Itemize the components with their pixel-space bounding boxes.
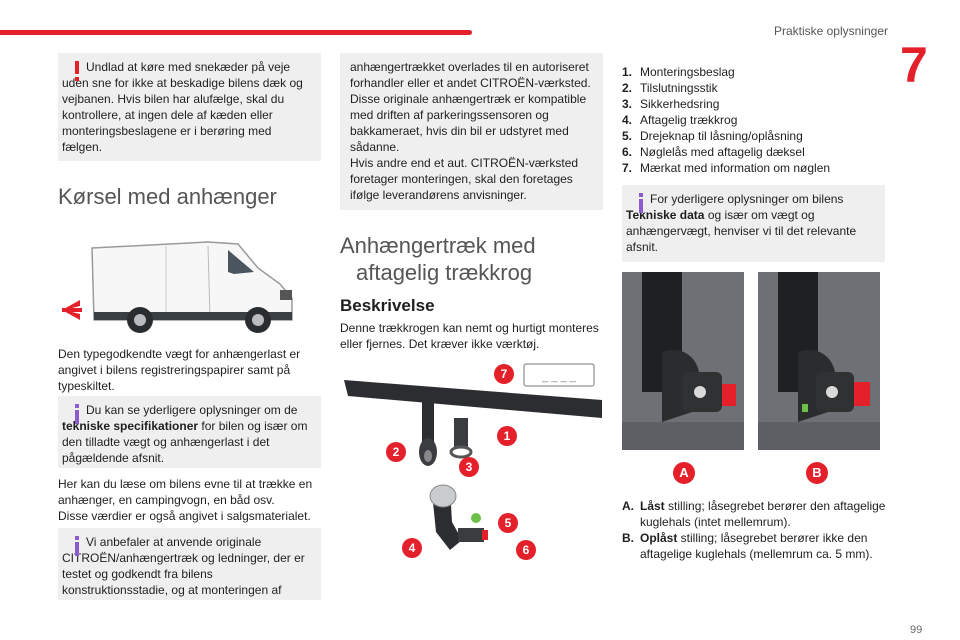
callout-1: 1 <box>497 426 517 446</box>
photo-label-a: A <box>673 462 695 484</box>
warning-icon <box>75 61 79 81</box>
towbar-diagram: _ _ _ _ 1 2 3 4 5 6 7 <box>344 363 602 560</box>
list-item: 6.Nøglelås med aftagelig dæksel <box>622 145 805 159</box>
callout-2: 2 <box>386 442 406 462</box>
list-item: 4.Aftagelig trækkrog <box>622 113 738 127</box>
info-text-original: Vi anbefaler at anvende originale CITROË… <box>62 535 305 597</box>
chapter-color-bar <box>0 30 472 35</box>
info-icon <box>75 404 79 424</box>
callout-4: 4 <box>402 538 422 558</box>
svg-text:4: 4 <box>409 541 416 555</box>
paragraph-capability: Her kan du læse om bilens evne til at tr… <box>58 477 313 523</box>
photo-unlocked <box>758 272 880 450</box>
paragraph-weight: Den typegodkendte vægt for anhængerlast … <box>58 347 301 393</box>
paragraph-description: Denne trækkrogen kan nemt og hurtigt mon… <box>340 321 599 351</box>
info-text-technical: For yderligere oplysninger om bilens Tek… <box>626 192 857 254</box>
arrow-icon <box>62 300 82 320</box>
list-item: 2.Tilslutningsstik <box>622 81 718 95</box>
svg-text:1: 1 <box>504 429 511 443</box>
info-text-continued: anhængertrækket overlades til en autoris… <box>350 60 591 202</box>
svg-text:7: 7 <box>501 367 508 381</box>
svg-text:3: 3 <box>466 460 473 474</box>
info-box-technical: For yderligere oplysninger om bilens Tek… <box>622 185 885 262</box>
list-item: 3.Sikkerhedsring <box>622 97 720 111</box>
list-item: 1.Monteringsbeslag <box>622 65 735 79</box>
callout-6: 6 <box>516 540 536 560</box>
info-icon <box>639 193 643 213</box>
photo-locked <box>622 272 744 450</box>
info-box-continued: anhængertrækket overlades til en autoris… <box>340 53 603 210</box>
list-item: 7.Mærkat med information om nøglen <box>622 161 831 175</box>
chapter-number: 7 <box>900 37 928 93</box>
list-item-locked: A. Låst stilling; låsegrebet berører den… <box>622 499 886 529</box>
list-item-unlocked: B. Oplåst stilling; låsegrebet berører i… <box>622 531 873 561</box>
svg-text:6: 6 <box>523 543 530 557</box>
callout-7: 7 <box>494 364 514 384</box>
info-box-original: Vi anbefaler at anvende originale CITROË… <box>58 528 321 600</box>
positions-list: A. Låst stilling; låsegrebet berører den… <box>622 498 892 562</box>
list-item: 5.Drejeknap til låsning/oplåsning <box>622 129 803 143</box>
warning-box: Undlad at køre med snekæder på veje uden… <box>58 53 321 161</box>
callout-5: 5 <box>498 513 518 533</box>
callout-3: 3 <box>459 457 479 477</box>
svg-text:2: 2 <box>393 445 400 459</box>
chapter-title: Praktiske oplysninger <box>773 24 888 38</box>
svg-text:5: 5 <box>505 516 512 530</box>
info-text-specs: Du kan se yderligere oplysninger om de t… <box>62 403 308 465</box>
van-illustration <box>62 241 293 333</box>
info-icon <box>75 536 79 556</box>
subheading-description: Beskrivelse <box>340 296 435 315</box>
key-label-sticker: _ _ _ _ <box>541 371 577 383</box>
info-box-specs: Du kan se yderligere oplysninger om de t… <box>58 396 321 468</box>
page-number: 99 <box>910 624 923 636</box>
warning-text: Undlad at køre med snekæder på veje uden… <box>62 60 303 154</box>
section-title-towbar: Anhængertræk med aftagelig trækkrog <box>340 233 536 285</box>
section-title-towing: Kørsel med anhænger <box>58 184 277 209</box>
photo-label-b: B <box>806 462 828 484</box>
parts-list: 1.Monteringsbeslag 2.Tilslutningsstik 3.… <box>622 64 892 176</box>
